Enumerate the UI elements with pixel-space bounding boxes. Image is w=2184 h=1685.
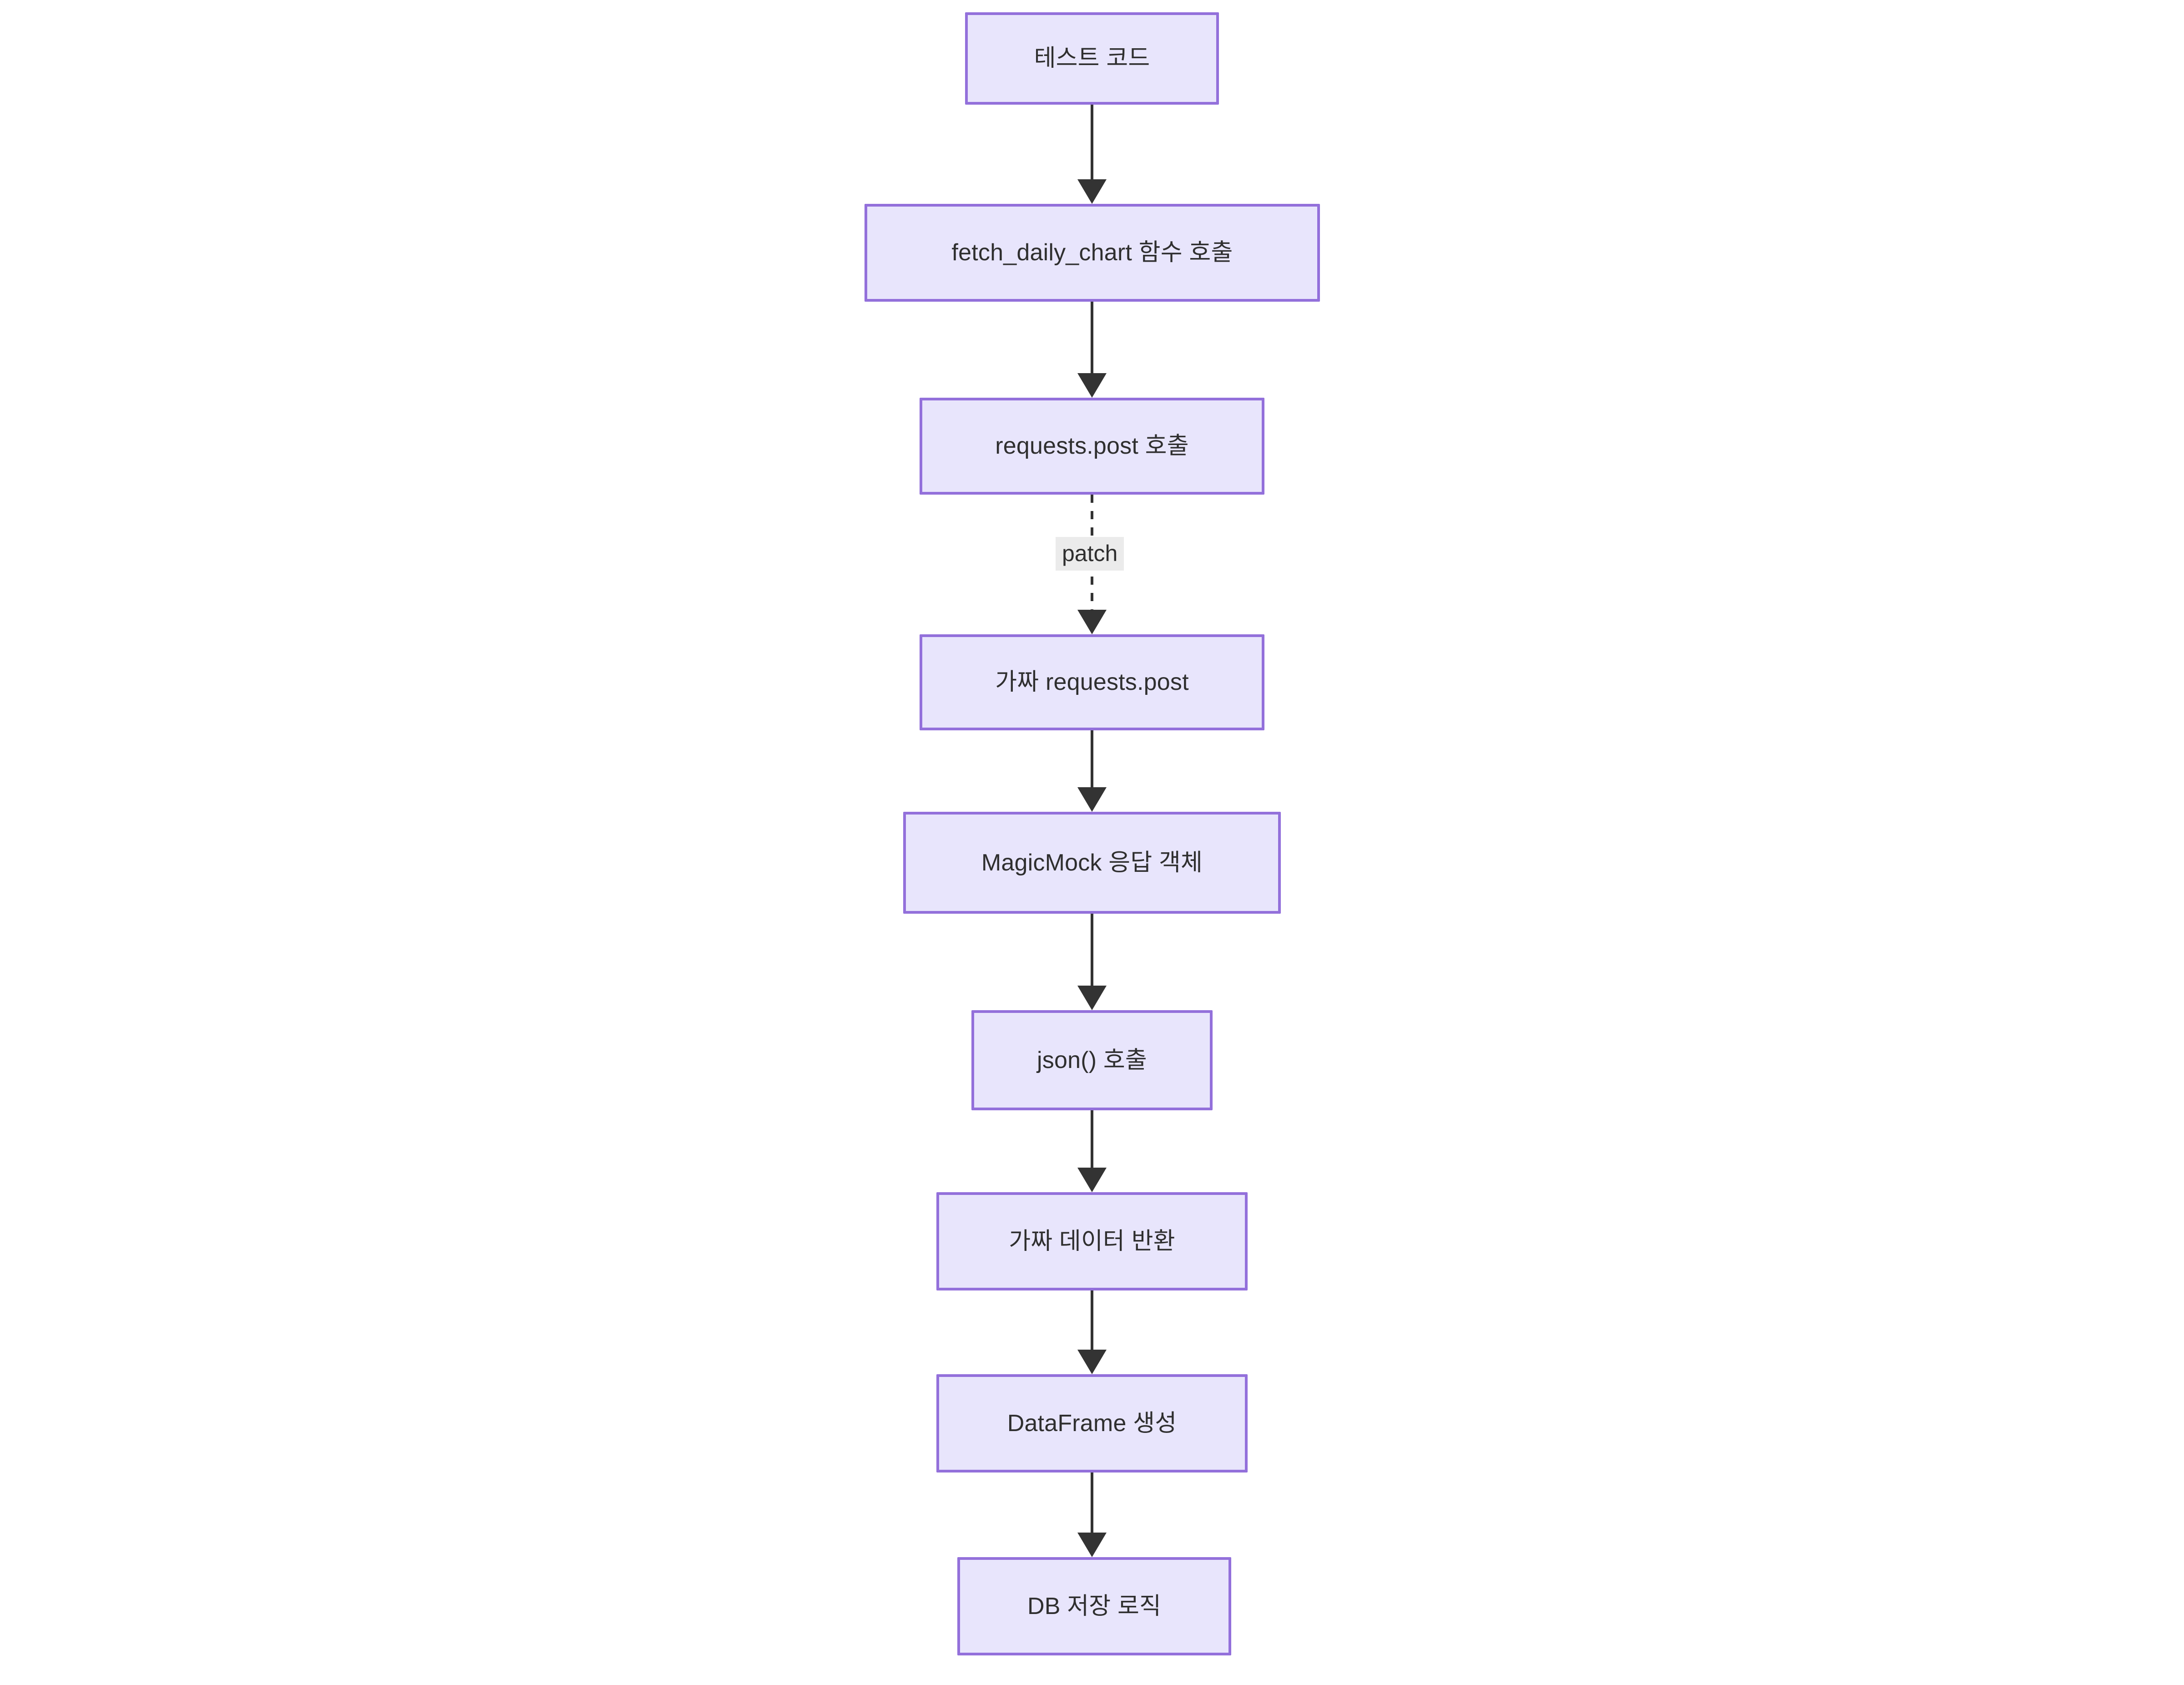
node-label: MagicMock 응답 객체 (981, 849, 1203, 876)
edge-n4-n5 (1077, 730, 1107, 812)
node-label: DataFrame 생성 (1007, 1410, 1177, 1437)
node-json-call[interactable]: json() 호출 (971, 1010, 1213, 1110)
node-label: 가짜 데이터 반환 (1009, 1228, 1175, 1255)
node-db-save-logic[interactable]: DB 저장 로직 (957, 1557, 1231, 1655)
node-requests-post-call[interactable]: requests.post 호출 (920, 398, 1264, 495)
edge-label-text: patch (1062, 541, 1118, 566)
edge-n6-n7 (1077, 1110, 1107, 1192)
node-label: DB 저장 로직 (1027, 1593, 1162, 1619)
edge-n1-n2 (1077, 105, 1107, 204)
edge-label-patch: patch (1056, 537, 1124, 571)
node-test-code[interactable]: 테스트 코드 (965, 12, 1219, 105)
node-fake-requests-post[interactable]: 가짜 requests.post (920, 634, 1264, 730)
node-label: json() 호출 (1037, 1047, 1147, 1073)
node-magicmock-response-object[interactable]: MagicMock 응답 객체 (903, 812, 1281, 914)
node-label: fetch_daily_chart 함수 호출 (951, 239, 1233, 266)
edge-n5-n6 (1077, 914, 1107, 1010)
node-label: 테스트 코드 (1034, 45, 1150, 72)
node-label: requests.post 호출 (995, 433, 1189, 460)
node-label: 가짜 requests.post (995, 669, 1189, 696)
node-dataframe-create[interactable]: DataFrame 생성 (936, 1374, 1248, 1472)
node-fake-data-return[interactable]: 가짜 데이터 반환 (936, 1192, 1248, 1290)
edge-n2-n3 (1077, 302, 1107, 398)
edge-n8-n9 (1077, 1472, 1107, 1557)
edge-n7-n8 (1077, 1290, 1107, 1374)
node-fetch-daily-chart-call[interactable]: fetch_daily_chart 함수 호출 (864, 204, 1320, 302)
